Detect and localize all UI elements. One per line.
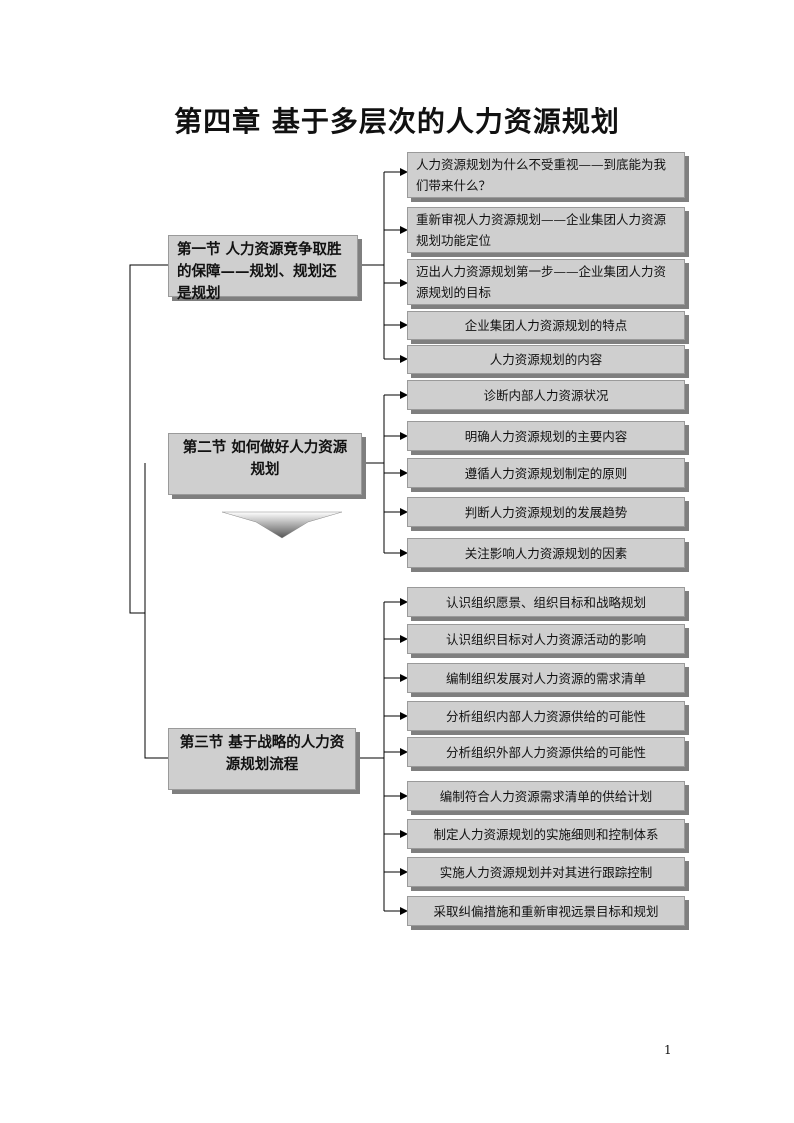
section-2-box: 第二节 如何做好人力资源规划 xyxy=(168,433,362,495)
section-2-label: 第二节 如何做好人力资源规划 xyxy=(182,439,348,478)
section-2-item: 明确人力资源规划的主要内容 xyxy=(407,421,685,451)
section-3-item: 制定人力资源规划的实施细则和控制体系 xyxy=(407,819,685,849)
section-3-item: 采取纠偏措施和重新审视远景目标和规划 xyxy=(407,896,685,926)
section-3-item: 分析组织内部人力资源供给的可能性 xyxy=(407,701,685,731)
section-1-item: 重新审视人力资源规划——企业集团人力资源规划功能定位 xyxy=(407,207,685,253)
section-2-item: 判断人力资源规划的发展趋势 xyxy=(407,497,685,527)
section-3-box: 第三节 基于战略的人力资源规划流程 xyxy=(168,728,356,790)
section-2-item: 关注影响人力资源规划的因素 xyxy=(407,538,685,568)
section-3-item: 编制符合人力资源需求清单的供给计划 xyxy=(407,781,685,811)
section-3-item: 认识组织目标对人力资源活动的影响 xyxy=(407,624,685,654)
section-3-label: 第三节 基于战略的人力资源规划流程 xyxy=(179,734,345,773)
page-number: 1 xyxy=(664,1043,672,1057)
section-1-label: 第一节 人力资源竞争取胜的保障——规划、规划还是规划 xyxy=(177,241,342,302)
section-3-item: 实施人力资源规划并对其进行跟踪控制 xyxy=(407,857,685,887)
section-2-item: 诊断内部人力资源状况 xyxy=(407,380,685,410)
section-1-item: 企业集团人力资源规划的特点 xyxy=(407,311,685,340)
section-1-item: 迈出人力资源规划第一步——企业集团人力资源规划的目标 xyxy=(407,259,685,305)
down-arrow-icon xyxy=(221,511,343,539)
section-3-item: 分析组织外部人力资源供给的可能性 xyxy=(407,737,685,767)
section-1-item: 人力资源规划的内容 xyxy=(407,345,685,374)
section-3-item: 认识组织愿景、组织目标和战略规划 xyxy=(407,587,685,617)
section-3-item: 编制组织发展对人力资源的需求清单 xyxy=(407,663,685,693)
page-title: 第四章 基于多层次的人力资源规划 xyxy=(174,105,620,138)
section-1-item: 人力资源规划为什么不受重视——到底能为我们带来什么？ xyxy=(407,152,685,198)
section-2-item: 遵循人力资源规划制定的原则 xyxy=(407,458,685,488)
section-1-box: 第一节 人力资源竞争取胜的保障——规划、规划还是规划 xyxy=(168,235,358,302)
